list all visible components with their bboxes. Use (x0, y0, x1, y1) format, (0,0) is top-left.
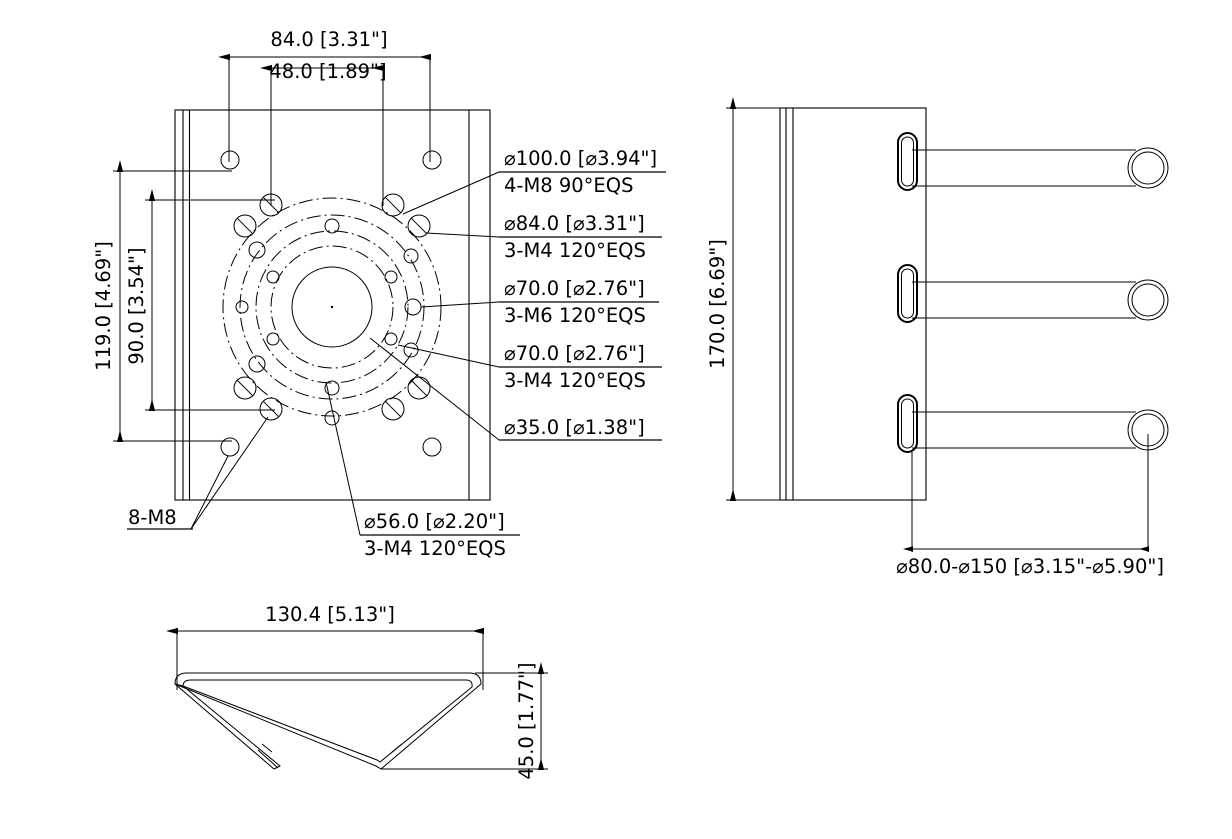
bottom-left-leg-tip (257, 749, 279, 769)
side-view-group: 170.0 [6.69"] ⌀80.0-⌀150 [⌀3.15"-⌀5.90"] (706, 97, 1169, 578)
callout-5-line1: ⌀35.0 [⌀1.38"] (504, 416, 645, 439)
callout-1-line2: 4-M8 90°EQS (504, 174, 633, 197)
dim-pole-range-label: ⌀80.0-⌀150 [⌀3.15"-⌀5.90"] (896, 555, 1164, 578)
dim-90-label: 90.0 [3.54"] (125, 247, 148, 364)
bottom-clamp-outer (174, 672, 482, 770)
plate-hole-tl (220, 150, 240, 170)
bottom-clamp-left-leg (174, 683, 281, 770)
front-top-dimensions: 84.0 [3.31"] 48.0 [1.89"] (218, 28, 431, 206)
callout-2-line1: ⌀84.0 [⌀3.31"] (504, 212, 645, 235)
bolt-circle-100 (222, 197, 442, 417)
m4-70-holes (266, 218, 398, 426)
plate-hole-bl (220, 437, 240, 457)
bolt-circle-70-a (255, 230, 409, 384)
callout-1-line1: ⌀100.0 [⌀3.94"] (504, 147, 657, 170)
front-left-dimensions: 119.0 [4.69"] 90.0 [3.54"] (92, 160, 275, 442)
side-plate-outline (779, 107, 927, 501)
front-bottom-callouts: 8-M8 ⌀56.0 [⌀2.20"] 3-M4 120°EQS (127, 381, 520, 560)
callout-4-line1: ⌀70.0 [⌀2.76"] (504, 342, 645, 365)
plate-hole-tr (422, 150, 442, 170)
center-point (330, 305, 334, 309)
dim-119-label: 119.0 [4.69"] (92, 241, 115, 371)
callout-4-line2: 3-M4 120°EQS (504, 369, 646, 392)
dim-45-label: 45.0 [1.77"] (515, 662, 538, 779)
callout-8m8-label: 8-M8 (128, 506, 177, 529)
dim-170-label: 170.0 [6.69"] (706, 239, 729, 369)
bottom-view-group: 130.4 [5.13"] 45.0 [1.77"] (166, 603, 548, 780)
dim-48-label: 48.0 [1.89"] (269, 60, 386, 83)
side-height-dimension: 170.0 [6.69"] (706, 97, 783, 501)
front-view-group: 84.0 [3.31"] 48.0 [1.89"] 119.0 [4.69"] … (92, 28, 666, 560)
bottom-height-dimension: 45.0 [1.77"] (381, 662, 548, 780)
bottom-left-leg-edge (261, 743, 273, 753)
bolt-circle-70-b (270, 245, 394, 369)
callout-56-line1: ⌀56.0 [⌀2.20"] (364, 510, 505, 533)
side-arm-2 (897, 264, 1169, 323)
bottom-right-leg-edge (391, 743, 403, 753)
front-callouts: ⌀100.0 [⌀3.94"] 4-M8 90°EQS ⌀84.0 [⌀3.31… (369, 147, 666, 441)
side-arm-1 (897, 132, 1169, 191)
plate-hole-br (422, 437, 442, 457)
callout-3-line1: ⌀70.0 [⌀2.76"] (504, 277, 645, 300)
center-bore-35 (291, 266, 373, 348)
dim-130-label: 130.4 [5.13"] (265, 603, 395, 626)
front-plate-outline (174, 109, 491, 501)
bottom-clamp-inner (182, 679, 473, 763)
callout-2-line2: 3-M4 120°EQS (504, 239, 646, 262)
callout-56-line2: 3-M4 120°EQS (364, 537, 506, 560)
side-pole-range-dimension: ⌀80.0-⌀150 [⌀3.15"-⌀5.90"] (896, 434, 1164, 578)
bottom-width-dimension: 130.4 [5.13"] (166, 603, 484, 690)
side-arm-3 (897, 394, 1169, 453)
m4-84-holes (233, 214, 431, 400)
callout-3-line2: 3-M6 120°EQS (504, 304, 646, 327)
dim-84-label: 84.0 [3.31"] (270, 28, 387, 51)
